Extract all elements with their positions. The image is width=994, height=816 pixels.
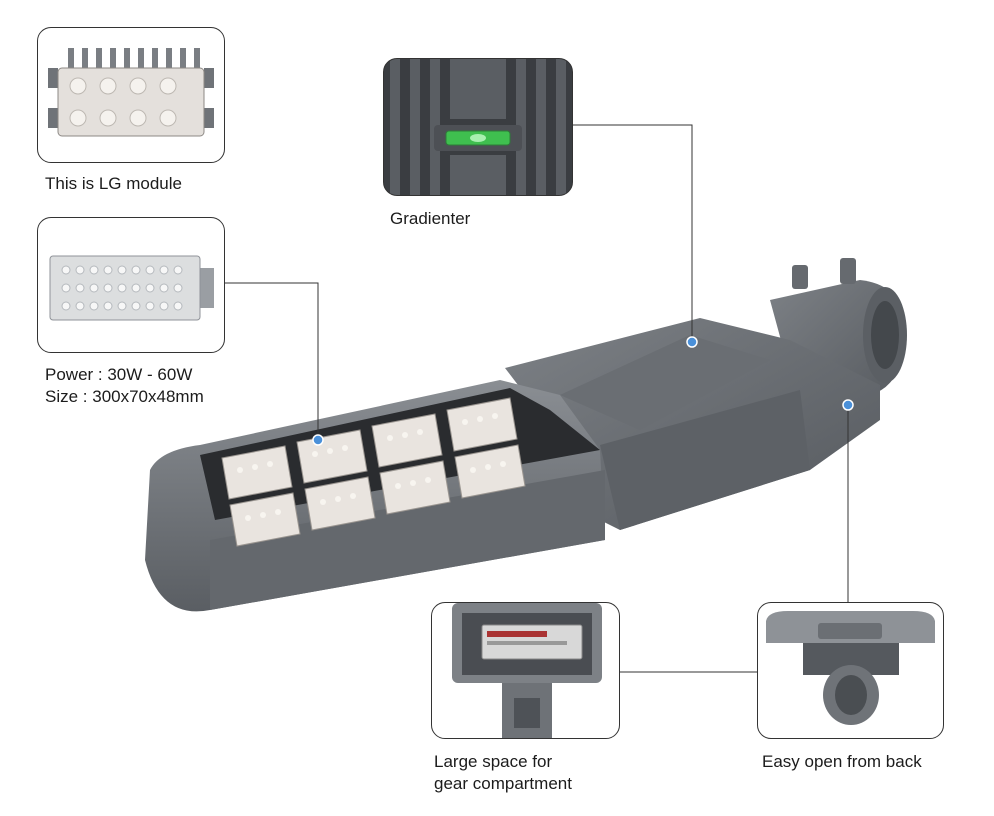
marker-dot-back (842, 399, 854, 411)
power-rating-text: Power : 30W - 60W (45, 365, 193, 384)
marker-dot-gradienter (686, 336, 698, 348)
gradienter-icon (384, 59, 572, 195)
marker-dot-power (312, 434, 324, 446)
lg-module-caption: This is LG module (45, 174, 182, 193)
led-module (304, 476, 376, 531)
led-module (446, 397, 518, 452)
gear-caption-line1: Large space for (434, 752, 553, 771)
led-module (221, 445, 293, 500)
back-open-icon (766, 611, 935, 725)
gradienter-caption: Gradienter (390, 209, 471, 228)
lg-module-image (37, 27, 225, 163)
lg-module-icon (48, 48, 214, 137)
power-module-icon (49, 255, 214, 321)
power-module-image (37, 217, 225, 353)
led-module-grid (221, 397, 526, 547)
power-module-caption: Power : 30W - 60W Size : 300x70x48mm (45, 364, 204, 408)
led-module (229, 492, 301, 547)
back-open-caption: Easy open from back (762, 752, 922, 771)
gradienter-image (383, 58, 573, 196)
led-module (371, 413, 443, 468)
gear-compartment-caption: Large space for gear compartment (434, 751, 572, 795)
gear-caption-line2: gear compartment (434, 774, 572, 793)
size-text: Size : 300x70x48mm (45, 387, 204, 406)
led-module (454, 444, 526, 499)
back-open-image (757, 602, 944, 739)
gear-compartment-image (431, 602, 620, 739)
front-housing (145, 380, 605, 612)
gear-compartment-icon (452, 603, 602, 738)
leader-lines (222, 124, 849, 673)
leader-line-gradienter (570, 124, 693, 342)
leader-line-power (222, 282, 319, 440)
led-module (379, 460, 451, 515)
